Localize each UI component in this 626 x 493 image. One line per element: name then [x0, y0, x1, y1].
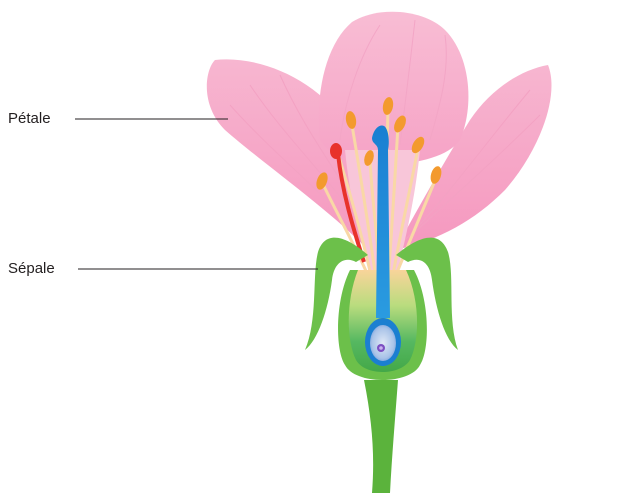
label-sepal-text: Sépale	[8, 260, 55, 277]
label-sepal: Sépale	[8, 260, 318, 277]
label-petal: Pétale	[8, 110, 228, 127]
ovule	[365, 318, 401, 366]
petal-center	[319, 12, 469, 165]
stem	[364, 380, 398, 493]
label-petal-text: Pétale	[8, 110, 51, 127]
